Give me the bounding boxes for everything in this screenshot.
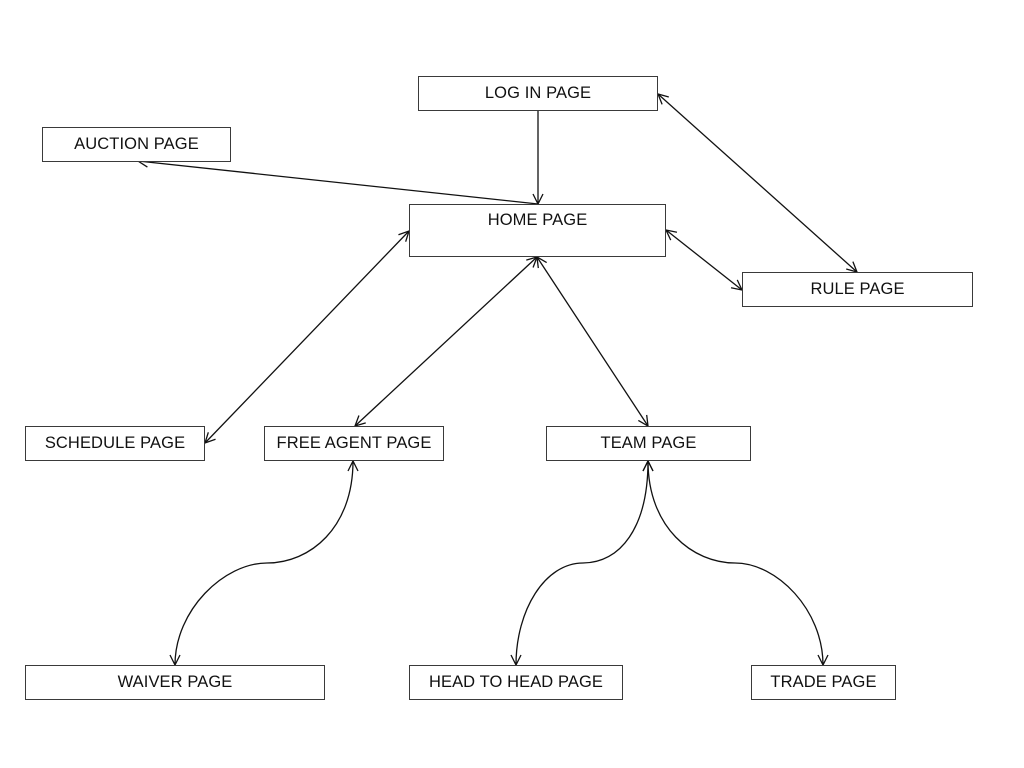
auction-page-box: AUCTION PAGE (42, 127, 231, 162)
arrow-home-team (537, 257, 648, 426)
arrow-free-agent-waiver (175, 461, 353, 665)
home-page-box: HOME PAGE (409, 204, 666, 257)
team-page-box: TEAM PAGE (546, 426, 751, 461)
arrow-home-free-agent (355, 257, 537, 426)
arrow-home-schedule (205, 231, 409, 443)
arrow-home-auction (138, 161, 539, 205)
arrow-home-rule (666, 230, 742, 290)
login-page-box: LOG IN PAGE (418, 76, 658, 111)
arrow-login-rule (658, 94, 857, 272)
arrow-team-trade (648, 461, 823, 665)
head-to-head-page-box: HEAD TO HEAD PAGE (409, 665, 623, 700)
schedule-page-box: SCHEDULE PAGE (25, 426, 205, 461)
rule-page-box: RULE PAGE (742, 272, 973, 307)
waiver-page-box: WAIVER PAGE (25, 665, 325, 700)
arrow-team-head-to-head (516, 461, 648, 665)
trade-page-box: TRADE PAGE (751, 665, 896, 700)
free-agent-page-box: FREE AGENT PAGE (264, 426, 444, 461)
